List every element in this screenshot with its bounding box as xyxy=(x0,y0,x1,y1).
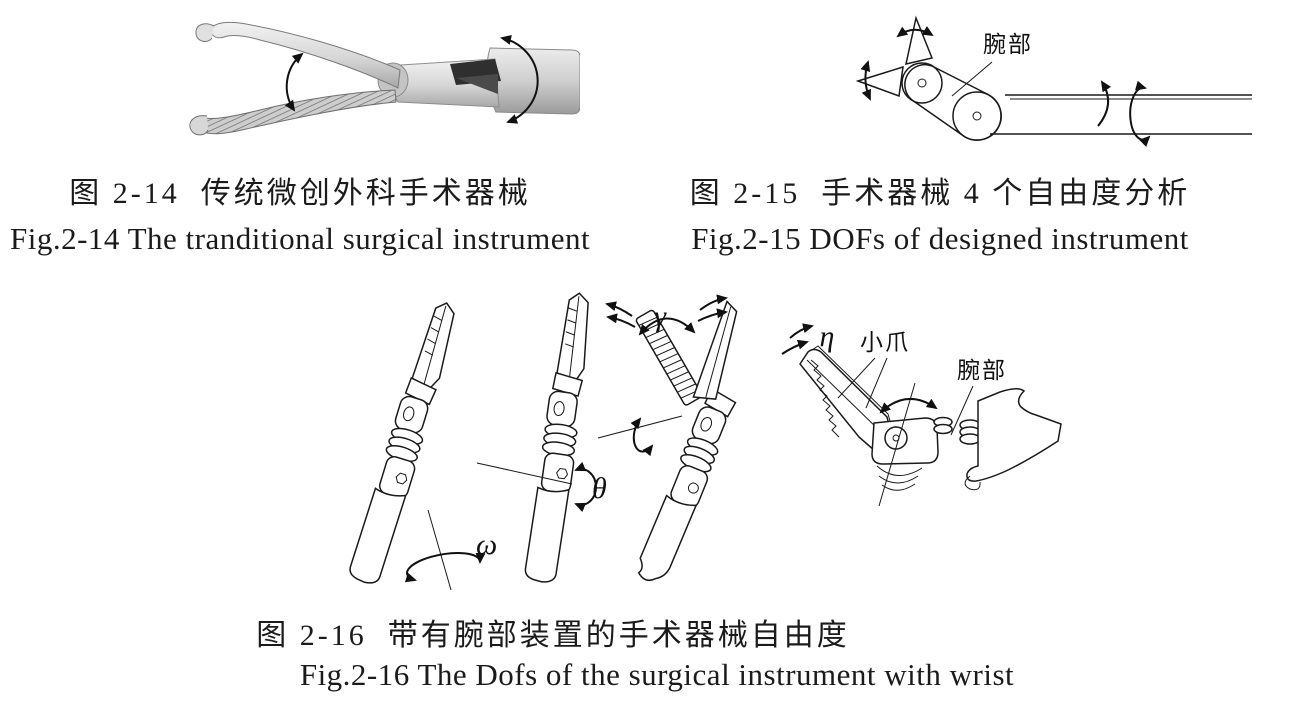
fig-2-14-caption-cn: 图 2-14 传统微创外科手术器械 xyxy=(69,177,531,210)
shaft-roll-arrow xyxy=(500,35,539,124)
grip-chevron-right-2 xyxy=(697,308,728,322)
pitch-axis-line xyxy=(476,462,573,485)
roll-arrow-small xyxy=(630,417,654,457)
instrument-pose-pitch: θ xyxy=(476,290,607,585)
roll-axis-line xyxy=(427,509,452,591)
shaft-roll-arrow xyxy=(1129,80,1151,147)
upper-jaw xyxy=(195,21,401,89)
jaw-leader-2 xyxy=(865,357,888,409)
gamma-symbol: γ xyxy=(654,300,667,333)
pitch-arrow xyxy=(574,461,597,513)
instrument-pose-grip: γ xyxy=(597,294,738,582)
eta-symbol: η xyxy=(820,320,835,353)
jaw-leader-1 xyxy=(837,357,876,399)
instrument-pose-roll: ω xyxy=(346,297,497,591)
fig-2-15-caption-cn: 图 2-15 手术器械 4 个自由度分析 xyxy=(689,177,1191,210)
wrist-leader-line xyxy=(951,61,993,97)
wrist-block xyxy=(871,416,981,491)
serrated-jaw xyxy=(635,309,703,406)
eta-chevron-1 xyxy=(789,323,814,339)
roll-arrow xyxy=(404,552,486,583)
theta-symbol: θ xyxy=(592,472,607,505)
wrist-label: 腕部 xyxy=(957,358,1007,383)
grip-chevron-left-2 xyxy=(606,313,636,328)
jaw-triangles xyxy=(855,15,934,101)
grip-chevron-right-1 xyxy=(699,294,728,311)
wrist-leader xyxy=(950,385,974,436)
shaft-curl xyxy=(964,475,981,491)
plain-jaw xyxy=(692,300,738,400)
upper-jaw-arrow xyxy=(896,26,934,38)
grip-arc-arrow xyxy=(638,317,696,336)
wrist-linkage xyxy=(901,62,1002,141)
torn-shaft xyxy=(637,494,698,582)
yaw-arrow xyxy=(879,397,938,414)
wrist-pitch-arrow xyxy=(1097,80,1112,127)
omega-symbol: ω xyxy=(476,528,497,561)
fig-2-16-caption-en: Fig.2-16 The Dofs of the surgical instru… xyxy=(299,657,1015,692)
grip-chevron-left-1 xyxy=(605,301,633,317)
fig-2-16-artwork: ω θ xyxy=(346,290,1062,591)
fig-2-14-artwork xyxy=(189,21,580,136)
upper-jaw-hook xyxy=(195,23,215,42)
dark-cone xyxy=(456,74,498,94)
torn-shaft xyxy=(966,388,1062,482)
lower-jaw-serrated xyxy=(189,89,397,136)
instrument-pose-bent-wrist: η 小爪 腕部 xyxy=(781,320,1062,507)
fig-2-16-caption-cn: 图 2-16 带有腕部装置的手术器械自由度 xyxy=(256,619,850,652)
left-jaw-arrow xyxy=(860,60,871,101)
fig-2-15-caption-en: Fig.2-15 DOFs of designed instrument xyxy=(691,221,1189,256)
jaw-open-close-arrow xyxy=(284,52,304,112)
eta-chevron-2 xyxy=(781,339,809,355)
fig-2-15-artwork: 腕部 xyxy=(855,15,1252,147)
jaw-label: 小爪 xyxy=(860,330,910,355)
instrument-shaft xyxy=(990,94,1252,135)
wrist-label: 腕部 xyxy=(983,32,1033,57)
lower-jaw-hook xyxy=(189,115,209,136)
fig-2-14-caption-en: Fig.2-14 The tranditional surgical instr… xyxy=(10,221,591,256)
